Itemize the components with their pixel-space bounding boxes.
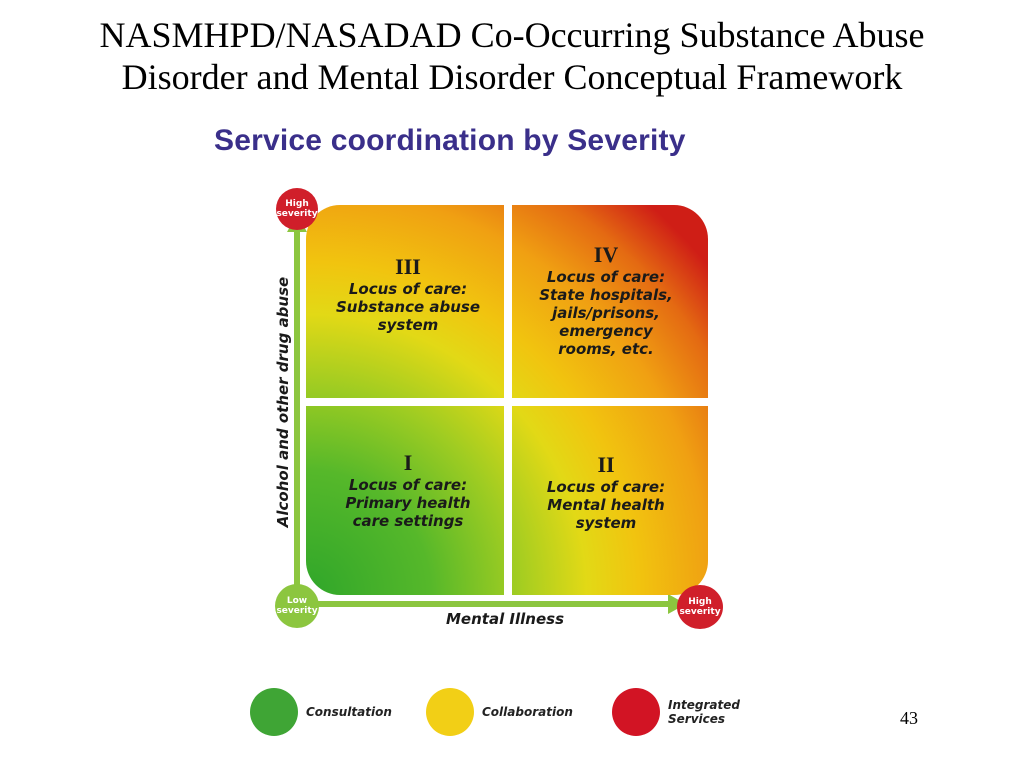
quadrant-ii: II Locus of care: Mental health system	[524, 452, 688, 533]
legend-label-collaboration: Collaboration	[482, 705, 573, 719]
slide-title: NASMHPD/NASADAD Co-Occurring Substance A…	[0, 14, 1024, 98]
legend-dot-integrated-services	[612, 688, 660, 736]
quadrant-iii-numeral: III	[395, 254, 421, 279]
legend-dot-collaboration	[426, 688, 474, 736]
grid-divider-horizontal	[306, 398, 708, 406]
quadrant-iv-text: Locus of care: State hospitals, jails/pr…	[539, 268, 673, 358]
quadrant-iv: IV Locus of care: State hospitals, jails…	[522, 242, 690, 359]
page-number: 43	[900, 708, 918, 728]
y-axis-label: Alcohol and other drug abuse	[274, 276, 292, 528]
quadrant-ii-text: Locus of care: Mental health system	[546, 478, 666, 532]
quadrant-i-text: Locus of care: Primary health care setti…	[345, 476, 471, 530]
origin-low-severity-label: Low severity	[276, 596, 318, 616]
x-axis-high-severity-label: High severity	[679, 597, 721, 617]
quadrant-iii: III Locus of care: Substance abuse syste…	[326, 254, 490, 335]
quadrant-i: I Locus of care: Primary health care set…	[326, 450, 490, 531]
quadrant-iii-text: Locus of care: Substance abuse system	[335, 280, 481, 334]
quadrant-ii-numeral: II	[597, 452, 615, 477]
y-axis-high-severity-bubble: High severity	[276, 188, 318, 230]
quadrant-i-numeral: I	[403, 450, 413, 475]
legend-label-consultation: Consultation	[306, 705, 392, 719]
legend-dot-consultation	[250, 688, 298, 736]
slide-title-line2: Disorder and Mental Disorder Conceptual …	[121, 57, 903, 97]
origin-low-severity-bubble: Low severity	[275, 584, 319, 628]
diagram-title: Service coordination by Severity	[214, 124, 686, 157]
slide-title-line1: NASMHPD/NASADAD Co-Occurring Substance A…	[99, 15, 925, 55]
x-axis-high-severity-bubble: High severity	[677, 585, 723, 629]
y-axis-high-severity-label: High severity	[276, 199, 318, 219]
x-axis-label: Mental Illness	[446, 610, 565, 628]
severity-grid	[306, 205, 708, 595]
legend-label-integrated-services: Integrated Services	[668, 698, 740, 726]
quadrant-iv-numeral: IV	[593, 242, 619, 267]
